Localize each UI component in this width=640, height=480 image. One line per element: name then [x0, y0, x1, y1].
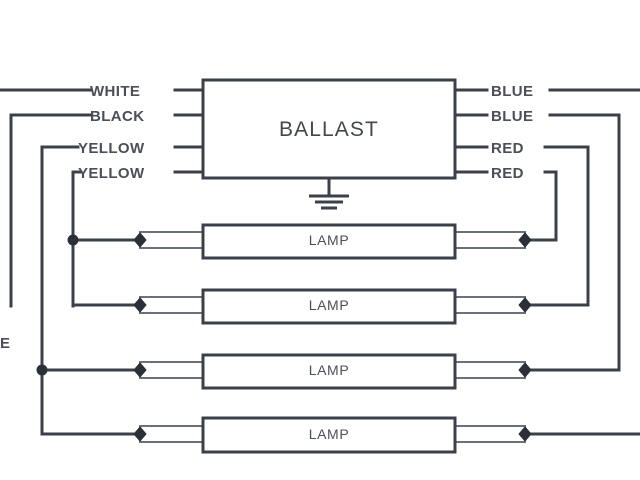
- wire-yellow-upper: [40, 145, 80, 373]
- lamp-body: [201, 353, 457, 390]
- lamp-body: [201, 416, 457, 454]
- lamp-row: LAMP: [133, 288, 532, 325]
- wire-yellow-lower: [71, 170, 142, 308]
- wire-left-lower-bus: [40, 368, 142, 436]
- earth-ground-icon: [309, 178, 349, 210]
- ballast-label: BALLAST: [279, 118, 379, 141]
- lead-label-blue-2: BLUE: [491, 108, 533, 125]
- wire-blue-lower: [523, 113, 621, 372]
- wire-black: [9, 113, 92, 308]
- lead-label-blue-1: BLUE: [491, 83, 533, 100]
- lead-label-white: WHITE: [90, 83, 140, 100]
- ballast-box: [201, 78, 457, 180]
- lamp-label: LAMP: [309, 426, 350, 442]
- lamp-label: LAMP: [309, 362, 350, 378]
- edge-label-fragment: E: [0, 335, 10, 352]
- lead-label-red-2: RED: [491, 165, 524, 182]
- lamp-row: LAMP: [133, 416, 532, 454]
- lead-label-yellow-2: YELLOW: [78, 165, 145, 182]
- lamp-row: LAMP: [36, 353, 532, 390]
- lead-label-red-1: RED: [491, 140, 524, 157]
- lamp-body: [201, 288, 457, 325]
- lamp-label: LAMP: [309, 232, 350, 248]
- wire-red-upper: [523, 145, 590, 307]
- lamp-label: LAMP: [309, 297, 350, 313]
- lamp-body: [201, 223, 457, 260]
- ballast-left-terminal-stubs: [173, 88, 205, 174]
- lamp-row: LAMP: [67, 223, 532, 260]
- lead-label-black: BLACK: [90, 108, 145, 125]
- ballast-right-terminal-stubs: [453, 88, 489, 174]
- lead-label-yellow-1: YELLOW: [78, 140, 145, 157]
- wire-red-lower: [523, 170, 558, 242]
